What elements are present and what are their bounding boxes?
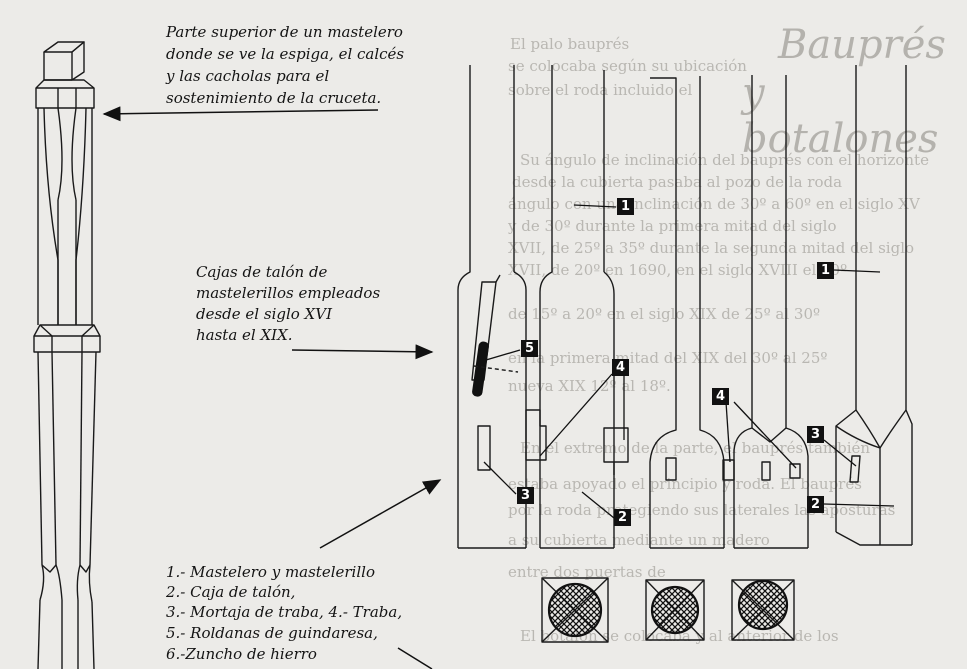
ghost-line: a su cubierta mediante un madero xyxy=(508,531,770,549)
ghost-line: por la roda protegiendo sus laterales la… xyxy=(508,501,896,519)
ghost-line: entre dos puertas de xyxy=(508,563,666,581)
caption-top-line: sostenimiento de la cruceta. xyxy=(166,89,382,107)
section-view-1 xyxy=(541,577,609,643)
ghost-line: se colocaba según su ubicación xyxy=(508,57,747,75)
ghost-line: nueva XIX 12º al 18º. xyxy=(508,377,671,395)
caption-top-line: Parte superior de un mastelero xyxy=(166,23,403,41)
callout-badge-4: 4 xyxy=(712,388,729,405)
ghost-line: sobre el roda incluido el xyxy=(508,81,693,99)
heel-box-3 xyxy=(649,76,725,549)
ghost-line: estaba apoyado el principio y roda. El b… xyxy=(508,475,862,493)
heel-box-4 xyxy=(722,75,809,549)
heel-box-2 xyxy=(525,65,629,549)
legend-line: 6.-Zuncho de hierro xyxy=(166,645,317,663)
mast-top-elevation xyxy=(33,41,101,669)
heel-box-1 xyxy=(457,65,527,549)
ghost-line: XVII, de 20º en 1690, en el siglo XVIII … xyxy=(508,261,848,279)
caption-top-line: y las cacholas para el xyxy=(166,67,330,85)
legend-line: 2.- Caja de talón, xyxy=(166,583,296,601)
callout-badge-1: 1 xyxy=(817,262,834,279)
section-view-3 xyxy=(731,579,795,641)
legend-line: 5.- Roldanas de guindaresa, xyxy=(166,624,378,642)
legend-line: 1.- Mastelero y mastelerillo xyxy=(166,563,375,581)
ghost-line: El palo bauprés xyxy=(510,35,630,53)
caption-cajas-line: hasta el XIX. xyxy=(196,326,293,344)
caption-top-line: donde se ve la espiga, el calcés xyxy=(166,45,405,63)
callout-badge-2: 2 xyxy=(807,496,824,513)
ghost-line: XVII, de 25º a 35º durante la segunda mi… xyxy=(508,239,915,257)
callout-badge-5: 5 xyxy=(521,340,538,357)
ghost-line: y de 30º durante la primera mitad del si… xyxy=(508,217,837,235)
caption-cajas-line: desde el siglo XVI xyxy=(196,305,332,323)
callout-badge-1: 1 xyxy=(617,198,634,215)
legend-line: 3.- Mortaja de traba, 4.- Traba, xyxy=(166,603,403,621)
ghost-line: de 15º a 20º en el siglo XIX de 25º al 3… xyxy=(508,305,821,323)
callout-badge-2: 2 xyxy=(614,509,631,526)
ghost-line: en la primera mitad del XIX del 30º al 2… xyxy=(508,349,828,367)
ghost-line: En el extremo de la parte, el bauprés ta… xyxy=(520,439,871,457)
section-view-2 xyxy=(645,579,705,641)
caption-cajas-line: Cajas de talón de xyxy=(196,263,328,281)
ghost-line: desde la cubierta pasaba al pozo de la r… xyxy=(512,173,843,191)
caption-cajas-line: mastelerillos empleados xyxy=(196,284,381,302)
heel-box-5 xyxy=(835,65,913,546)
callout-badge-4: 4 xyxy=(612,359,629,376)
callout-badge-3: 3 xyxy=(517,487,534,504)
ghost-line: Su ángulo de inclinación del bauprés con… xyxy=(520,151,929,169)
callout-badge-3: 3 xyxy=(807,426,824,443)
ghost-line: ángulo con una inclinación de 30º a 60º … xyxy=(508,195,920,213)
ghost-title-1: Bauprés xyxy=(778,22,946,68)
